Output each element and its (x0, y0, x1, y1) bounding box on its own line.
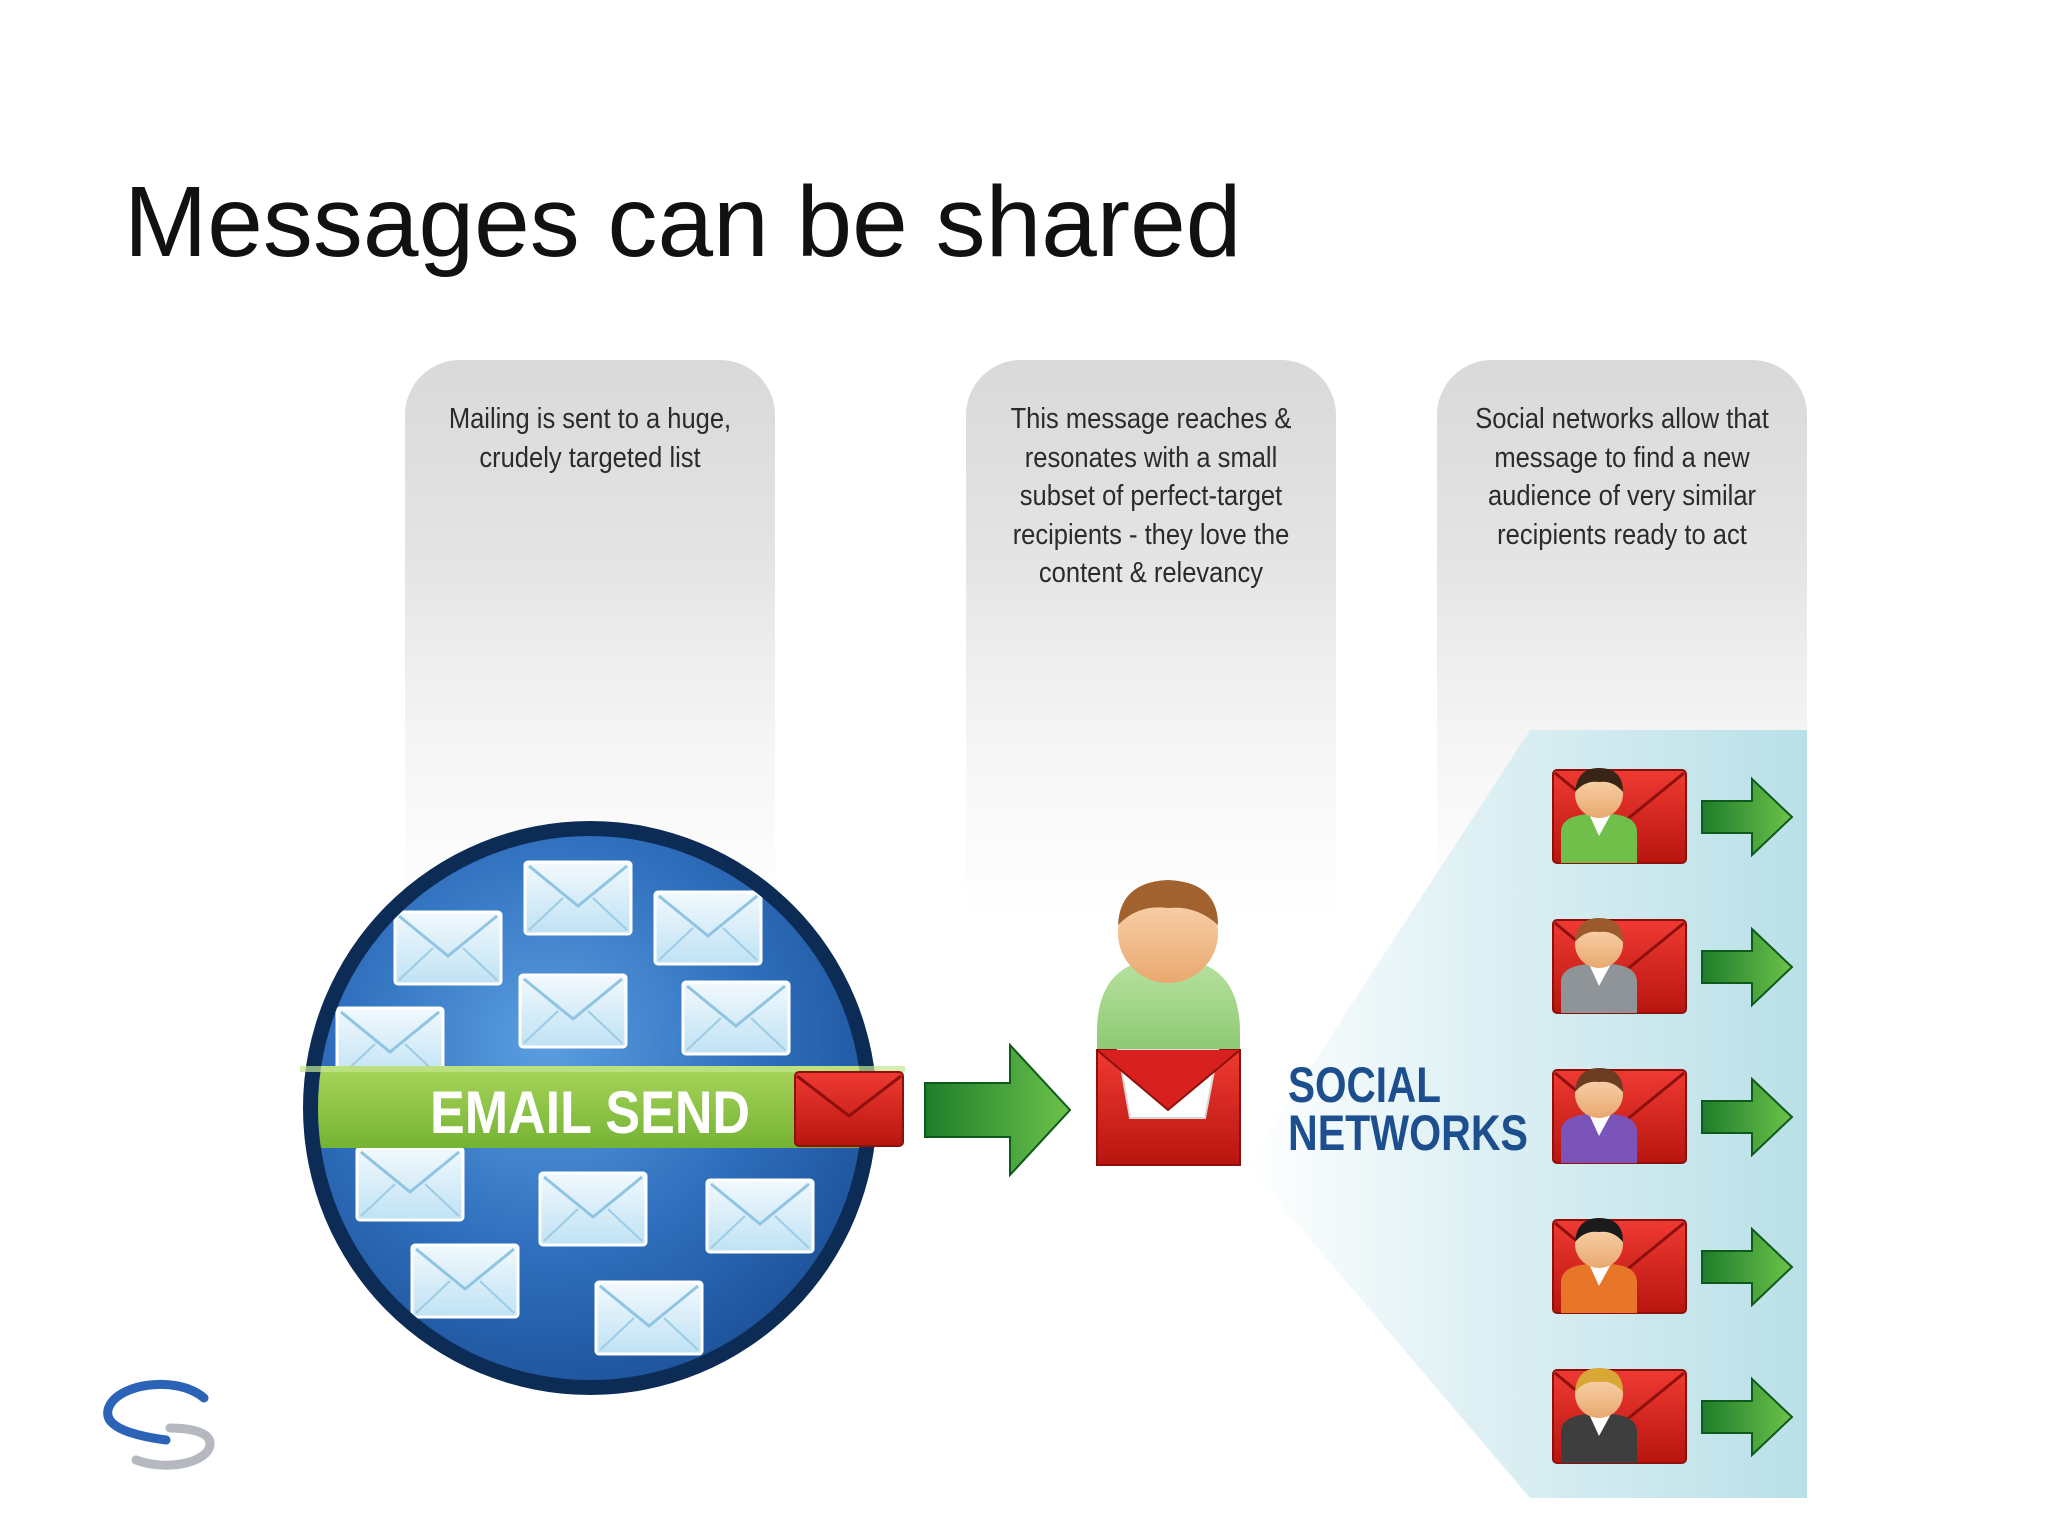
arrow-right-icon (1701, 1376, 1794, 1458)
envelope-icon (681, 980, 791, 1056)
envelope-icon (653, 890, 763, 966)
envelope-red-icon (794, 1071, 904, 1147)
text-line: message to find a new (1494, 441, 1750, 474)
recipient-person-icon (1096, 880, 1241, 1166)
recipient-woman-green (1552, 768, 1687, 864)
text-line: audience of very similar (1487, 480, 1757, 512)
envelope-icon (538, 1171, 648, 1247)
envelope-icon (335, 1006, 445, 1082)
social-networks-label-line1: SOCIAL (1288, 1057, 1441, 1113)
text-line: Social networks allow that (1475, 403, 1769, 435)
envelope-icon (594, 1280, 704, 1356)
envelope-icon (518, 973, 628, 1049)
recipient-man-suit-green-tie (1552, 1368, 1687, 1464)
arrow-right-icon (1701, 1076, 1794, 1158)
recipient-man-suit-blue-tie (1552, 918, 1687, 1014)
text-line: Mailing is sent to a huge, (448, 403, 732, 435)
person-body (1561, 1264, 1637, 1313)
text-line: crudely targeted list (479, 441, 701, 474)
arrow-right-icon (924, 1042, 1072, 1178)
email-globe (300, 821, 905, 1395)
column-text-social: Social networks allow that message to fi… (1446, 400, 1798, 554)
person-body (1561, 1414, 1637, 1463)
recipient-woman-orange (1552, 1218, 1687, 1314)
text-line: resonates with a small (1024, 441, 1278, 474)
recipient-woman-purple (1552, 1068, 1687, 1164)
text-line: recipients ready to act (1497, 518, 1747, 551)
social-networks-label-line2: NETWORKS (1288, 1105, 1528, 1161)
email-send-label: EMAIL SEND (430, 1079, 750, 1146)
text-line: content & relevancy (1038, 557, 1264, 589)
arrow-right-icon (1701, 1226, 1794, 1308)
text-line: subset of perfect-target (1019, 480, 1283, 512)
envelope-icon (393, 910, 503, 986)
social-recipients (1552, 768, 1794, 1464)
person-body (1561, 1114, 1637, 1163)
text-line: recipients - they love the (1012, 518, 1290, 551)
email-send-banner (318, 1066, 862, 1148)
envelope-icon (410, 1243, 520, 1319)
person-body (1561, 814, 1637, 863)
company-logo-icon (103, 1379, 215, 1470)
text-line: This message reaches & (1010, 403, 1292, 435)
envelope-icon (705, 1178, 815, 1254)
column-text-resonates: This message reaches & resonates with a … (975, 400, 1327, 593)
person-body (1561, 964, 1637, 1013)
arrow-right-icon (1701, 776, 1794, 858)
arrow-right-icon (1701, 926, 1794, 1008)
column-text-mailing: Mailing is sent to a huge, crudely targe… (418, 400, 761, 477)
envelope-icon (523, 860, 633, 936)
envelope-icon (355, 1146, 465, 1222)
slide-title: Messages can be shared (124, 166, 1242, 278)
column-panel-resonates (966, 360, 1336, 920)
